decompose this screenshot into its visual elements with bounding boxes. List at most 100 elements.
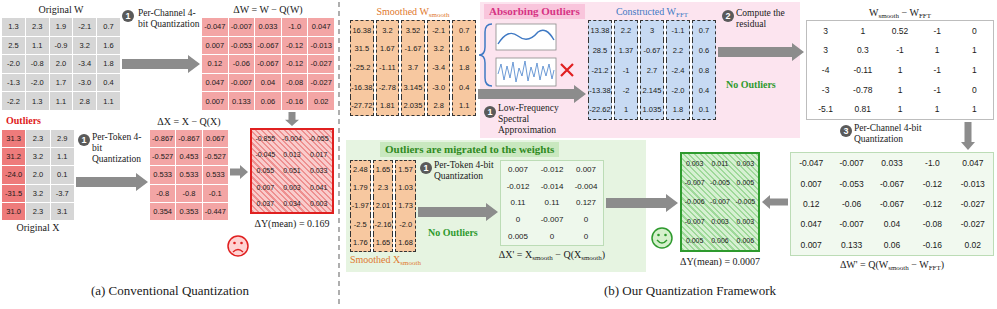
reject-cross bbox=[561, 64, 573, 76]
matrix-cell: 1 bbox=[881, 99, 918, 119]
matrix-cell: 3 bbox=[807, 41, 844, 61]
error-matrix: ΔX' = Xsmooth − Q(Xsmooth)0.007-0.0120.0… bbox=[500, 160, 604, 246]
caption-text: Constructed W bbox=[616, 6, 676, 17]
matrix-cell: 0.353 bbox=[176, 203, 201, 220]
matrix-cell: 1 bbox=[614, 100, 638, 120]
matrix-cell: 2.145 bbox=[640, 80, 664, 100]
matrix-cell: 1.76 bbox=[350, 234, 371, 252]
block-arrow bbox=[76, 173, 148, 191]
caption-text: smooth bbox=[888, 264, 909, 272]
matrix-cell: -31.5 bbox=[2, 185, 25, 202]
matrix-cell: -0.527 bbox=[150, 148, 175, 165]
block-arrow bbox=[285, 112, 299, 126]
matrix-cell: -0.014 bbox=[535, 178, 569, 195]
matrix-cell: -0.012 bbox=[501, 178, 535, 195]
matrix-cell: -24.0 bbox=[2, 166, 25, 183]
matrix-grid: 2.481.651.571.792.31.03-1.972.011.73-2.5… bbox=[350, 160, 416, 252]
matrix-cell: -0.053 bbox=[229, 37, 255, 55]
matrix-cell: 31.5 bbox=[350, 39, 374, 58]
matrix-cell: -3 bbox=[807, 80, 844, 100]
matrix-cell: 0.7 bbox=[97, 18, 120, 36]
caption-text: smooth bbox=[581, 254, 602, 262]
matrix-cell: 0.1 bbox=[51, 166, 74, 183]
matrix-cell: -2.1 bbox=[427, 20, 451, 39]
matrix-cell: -3.4 bbox=[427, 58, 451, 77]
matrix-cell: 1.81 bbox=[376, 97, 400, 116]
fft-weight-matrix: Constructed WFFT13.382.23-1.10.728.51.37… bbox=[588, 20, 716, 120]
matrix-cell: -0.007 bbox=[535, 211, 569, 228]
matrix-cell: 13.38 bbox=[588, 20, 612, 40]
matrix-cell: 1.8 bbox=[452, 58, 476, 77]
matrix-cell: 0.051 bbox=[279, 163, 306, 179]
matrix-cell: -0.047 bbox=[202, 18, 228, 36]
block-arrow bbox=[606, 194, 678, 212]
matrix-cell: 0.007 bbox=[202, 92, 228, 110]
caption-text: − W bbox=[909, 259, 929, 270]
weight-matrix: Original W1.32.31.9-2.10.72.51.1-0.93.21… bbox=[2, 18, 120, 110]
matrix-cell: 1.03 bbox=[395, 178, 416, 196]
matrix-cell: 0.033 bbox=[305, 163, 332, 179]
caption-text: smooth bbox=[400, 259, 421, 267]
matrix-cell: 1.1 bbox=[51, 148, 74, 165]
matrix-cell: 1.3 bbox=[2, 18, 25, 36]
smooth-curve bbox=[498, 30, 554, 44]
matrix-cell: -3.7 bbox=[51, 185, 74, 202]
no-outlier-note: No Outliers bbox=[726, 78, 776, 91]
matrix-cell: 1.035 bbox=[640, 100, 664, 120]
step-number: 1 bbox=[78, 134, 90, 146]
matrix-cell: 0 bbox=[569, 211, 603, 228]
matrix-cell: -1.0 bbox=[912, 153, 952, 173]
face-eye bbox=[233, 242, 236, 245]
caption-text: ΔX = X − Q(X) bbox=[157, 116, 220, 127]
matrix-cell: -0.007 bbox=[831, 153, 871, 173]
matrix-cell: 1 bbox=[956, 60, 993, 80]
matrix-grid: -0.855-0.004-0.055-0.0450.0130.0170.0550… bbox=[252, 130, 332, 212]
matrix-cell: 0 bbox=[569, 228, 603, 245]
matrix-cell: 0.04 bbox=[255, 74, 281, 92]
matrix-cell: 0.047 bbox=[953, 153, 993, 173]
region-panel: Outliers are migrated to the weightsSmoo… bbox=[346, 140, 646, 272]
matrix-cell: 2.7 bbox=[640, 60, 664, 80]
matrix-cell: 0.02 bbox=[953, 235, 993, 255]
block-arrow bbox=[961, 122, 975, 150]
matrix-cell: -2.4 bbox=[666, 60, 690, 80]
matrix-cell: 0.7 bbox=[692, 20, 716, 40]
matrix-cell: -0.007 bbox=[682, 173, 707, 192]
matrix-cell: 0.003 bbox=[733, 212, 758, 231]
matrix-cell: 1.1 bbox=[97, 92, 120, 110]
matrix-cell: 1.1 bbox=[26, 37, 49, 55]
matrix-cell: -0.027 bbox=[308, 55, 334, 73]
matrix-cell: 0.037 bbox=[252, 196, 279, 212]
matrix-cell: 2.9 bbox=[51, 130, 74, 147]
matrix-cell: -5.1 bbox=[807, 99, 844, 119]
matrix-cell: 2.3 bbox=[373, 178, 394, 196]
smoothed-weight-matrix: Smoothed Wsmooth16.383.23.52-2.10.731.51… bbox=[350, 20, 476, 116]
matrix-cell: -0.027 bbox=[953, 214, 993, 234]
matrix-cell: -0.447 bbox=[203, 203, 228, 220]
step-number: 2 bbox=[722, 10, 734, 22]
matrix-cell: 1.8 bbox=[97, 55, 120, 73]
matrix-cell: 1 bbox=[881, 60, 918, 80]
caption-text: ΔW' = Q(W bbox=[840, 259, 888, 270]
output-error-matrix: ΔY(mean) = 0.169-0.855-0.004-0.055-0.045… bbox=[250, 128, 334, 214]
matrix-cell: 3.2 bbox=[26, 185, 49, 202]
spectrum-plot bbox=[496, 58, 556, 86]
matrix-cell: 0 bbox=[501, 211, 535, 228]
matrix-cell: 1.37 bbox=[614, 40, 638, 60]
matrix-cell: -1.3 bbox=[2, 74, 25, 92]
matrix-grid: 0.007-0.0120.007-0.012-0.014-0.0040.110.… bbox=[501, 161, 603, 245]
matrix-cell: 3.7 bbox=[401, 58, 425, 77]
matrix-cell: 1.57 bbox=[395, 160, 416, 178]
matrix-cell: -0.067 bbox=[255, 55, 281, 73]
matrix-caption: ΔW' = Q(Wsmooth − WFFT) bbox=[840, 259, 944, 274]
caption-text: ΔX' = X bbox=[499, 249, 532, 260]
matrix-cell: 1.3 bbox=[26, 92, 49, 110]
matrix-cell: 0.013 bbox=[279, 146, 306, 162]
matrix-cell: 3.2 bbox=[376, 20, 400, 39]
step-number: 1 bbox=[122, 10, 134, 22]
matrix-cell: -0.527 bbox=[203, 148, 228, 165]
matrix-cell: 0.055 bbox=[252, 163, 279, 179]
matrix-cell: 1.7 bbox=[50, 74, 73, 92]
subfigure-caption: (a) Conventional Quantization bbox=[50, 283, 290, 299]
